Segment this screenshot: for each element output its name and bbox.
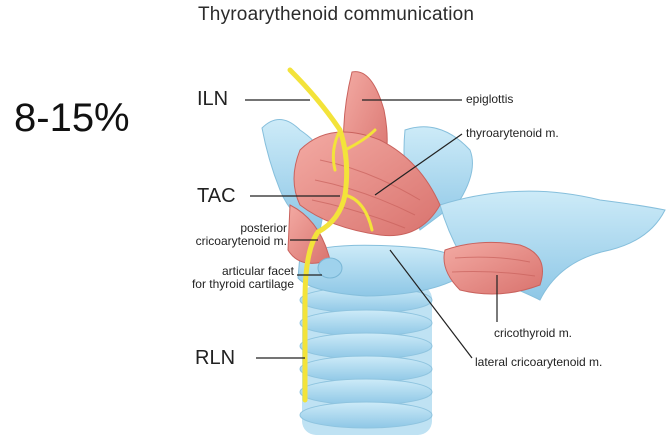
lateral-cricoarytenoid-label: lateral cricoarytenoid m. — [475, 356, 602, 369]
cricothyroid-label: cricothyroid m. — [494, 327, 572, 340]
diagram-title: Thyroarythenoid communication — [198, 4, 474, 26]
rln-label: RLN — [195, 347, 235, 370]
iln-label: ILN — [197, 88, 228, 111]
tac-label: TAC — [197, 185, 236, 208]
articular-facet-label-line2: for thyroid cartilage — [100, 278, 294, 291]
percentage-label: 8-15% — [14, 96, 130, 141]
thyroarytenoid-label: thyroarytenoid m. — [466, 127, 559, 140]
trachea — [300, 285, 432, 435]
cricothyroid-muscle — [444, 242, 543, 294]
posterior-cricoarytenoid-label-line2: cricoarytenoid m. — [110, 235, 287, 248]
epiglottis-label: epiglottis — [466, 93, 513, 106]
